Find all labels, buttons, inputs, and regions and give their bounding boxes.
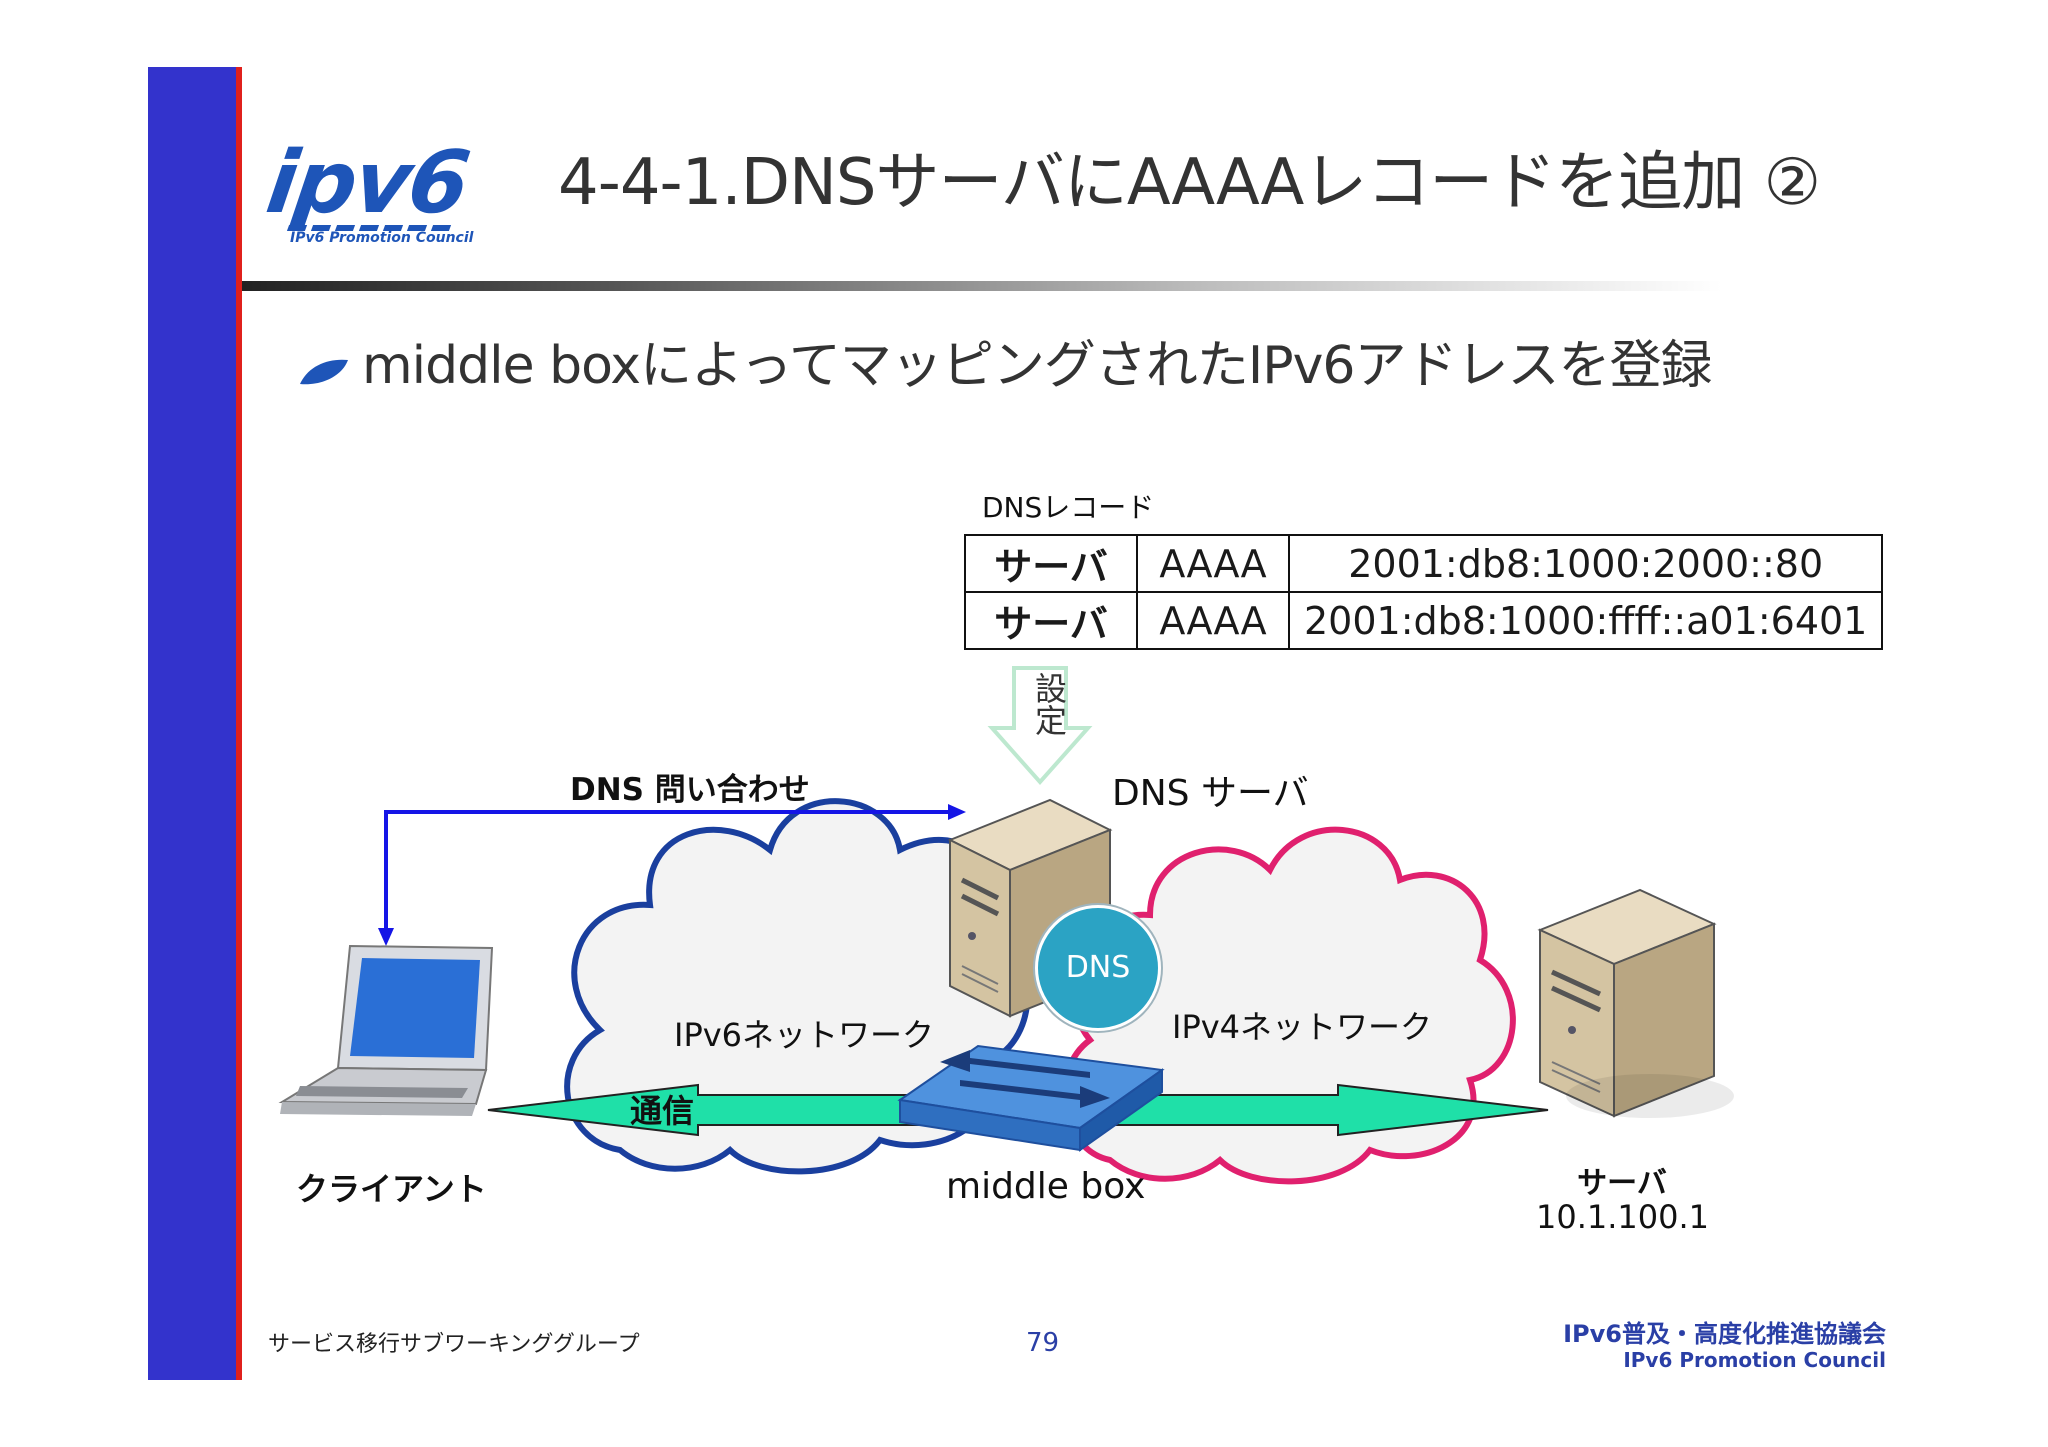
- record-name: サーバ: [964, 591, 1138, 650]
- page-title: 4-4-1.DNSサーバにAAAAレコードを追加 ②: [558, 146, 1821, 220]
- middle-box-label: middle box: [946, 1166, 1146, 1207]
- dns-query-arrow: [378, 804, 966, 946]
- footer-organization: IPv6普及・高度化推進協議会: [1563, 1320, 1886, 1348]
- dns-badge-label: DNS: [1065, 950, 1131, 985]
- middle-box-icon: [897, 1044, 1165, 1152]
- ipv6-logo: ipv6 IPv6 Promotion Council: [261, 133, 530, 250]
- title-divider: [242, 281, 1722, 291]
- record-address: 2001:db8:1000:ffff::a01:6401: [1287, 591, 1884, 650]
- footer-organization-en: IPv6 Promotion Council: [1623, 1348, 1886, 1372]
- left-sidebar-stripe: [148, 67, 236, 1380]
- dns-query-label: DNS 問い合わせ: [570, 772, 810, 808]
- record-name: サーバ: [964, 534, 1138, 593]
- page-number: 79: [1026, 1328, 1060, 1358]
- ipv6-network-label: IPv6ネットワーク: [674, 1016, 935, 1054]
- bullet-leaf-icon: [300, 359, 348, 385]
- table-row: サーバ AAAA 2001:db8:1000:2000::80: [964, 534, 1884, 593]
- setting-label: 設定: [1030, 672, 1068, 736]
- laptop-icon: [278, 944, 494, 1116]
- footer-group-name: サービス移行サブワーキンググループ: [268, 1332, 640, 1357]
- server-label: サーバ: [1577, 1166, 1667, 1201]
- communication-label: 通信: [630, 1092, 695, 1130]
- client-label: クライアント: [296, 1170, 487, 1208]
- record-type: AAAA: [1136, 534, 1290, 593]
- dns-badge: [1033, 903, 1163, 1033]
- left-accent-line: [236, 67, 242, 1380]
- logo-subtitle: IPv6 Promotion Council: [290, 230, 474, 246]
- record-type: AAAA: [1136, 591, 1290, 650]
- setting-arrow: [987, 666, 1093, 786]
- dns-record-caption: DNSレコード: [982, 491, 1155, 524]
- record-address: 2001:db8:1000:2000::80: [1287, 534, 1884, 593]
- bullet-text: middle boxによってマッピングされたIPv6アドレスを登録: [362, 336, 1712, 396]
- dns-server-label: DNS サーバ: [1112, 773, 1309, 814]
- server-icon: [1537, 888, 1734, 1118]
- server-ip-address: 10.1.100.1: [1536, 1198, 1710, 1236]
- ipv4-network-label: IPv4ネットワーク: [1172, 1008, 1433, 1046]
- dns-record-table: サーバ AAAA 2001:db8:1000:2000::80 サーバ AAAA…: [964, 534, 1884, 650]
- table-row: サーバ AAAA 2001:db8:1000:ffff::a01:6401: [964, 591, 1884, 650]
